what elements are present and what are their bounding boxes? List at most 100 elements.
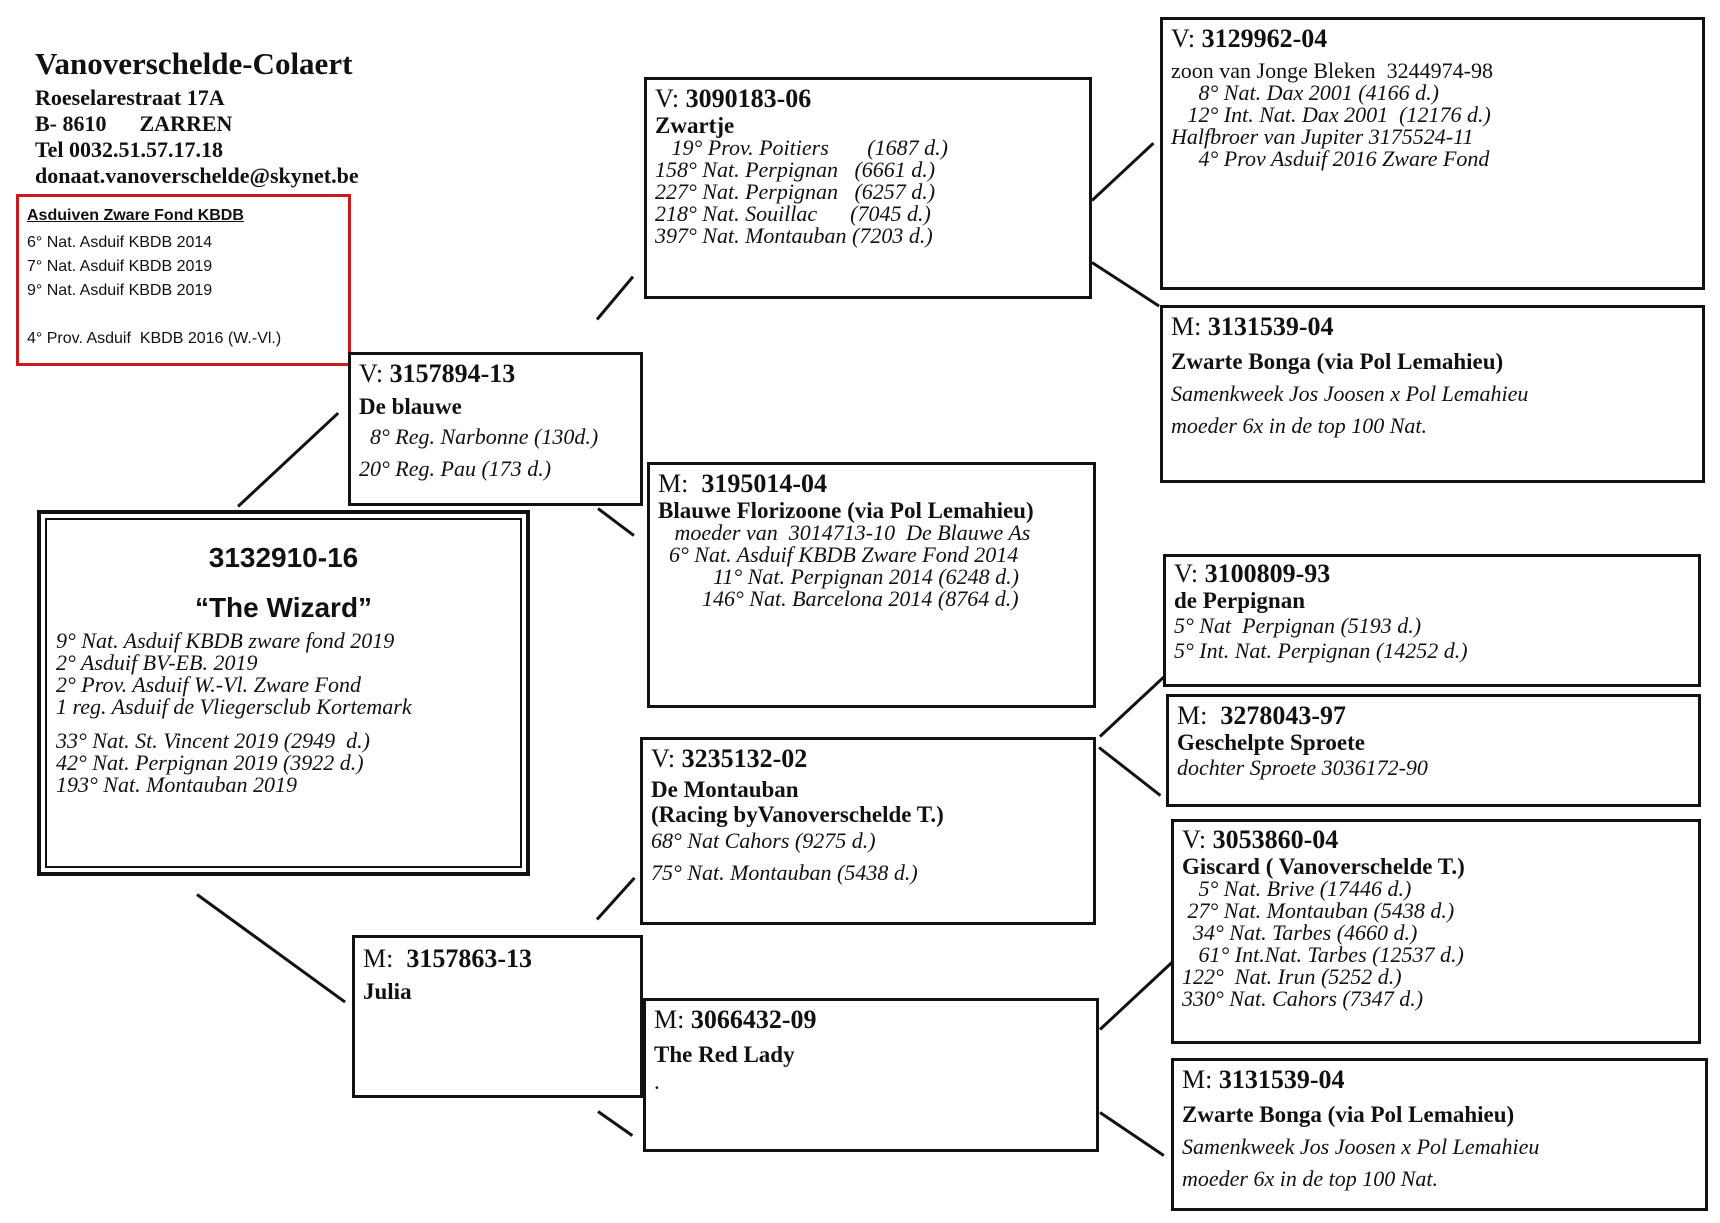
sss-result: 8° Nat. Dax 2001 (4166 d.) xyxy=(1171,80,1439,105)
owner-name: Vanoverschelde-Colaert xyxy=(35,46,353,81)
sd-result: 11° Nat. Perpignan 2014 (6248 d.) xyxy=(658,564,1019,589)
dss-box: V: 3100809-93 de Perpignan 5° Nat Perpig… xyxy=(1163,554,1701,687)
dam-sire-box: V: 3235132-02 De Montauban (Racing byVan… xyxy=(640,737,1096,925)
ssd-ring-number: 3131539-04 xyxy=(1207,312,1334,341)
connector-line xyxy=(1098,958,1177,1031)
sss-result: 12° Int. Nat. Dax 2001 (12176 d.) xyxy=(1171,102,1491,127)
dam-name: Julia xyxy=(363,979,412,1004)
sire-result: 20° Reg. Pau (173 d.) xyxy=(359,456,552,481)
ddd-box: M: 3131539-04 Zwarte Bonga (via Pol Lema… xyxy=(1171,1058,1708,1211)
dd-name: The Red Lady xyxy=(654,1042,795,1067)
connector-line xyxy=(595,876,636,921)
dsd-prefix: M: xyxy=(1177,701,1221,730)
sss-ring-number: 3129962-04 xyxy=(1201,24,1328,53)
main-result: 9° Nat. Asduif KBDB zware fond 2019 xyxy=(56,628,395,653)
sire-ring-number: 3157894-13 xyxy=(389,359,516,388)
dds-ring-number: 3053860-04 xyxy=(1212,825,1339,854)
main-ring-number: 3132910-16 xyxy=(208,542,359,573)
dds-prefix: V: xyxy=(1182,825,1213,854)
ddd-prefix: M: xyxy=(1182,1065,1219,1094)
dds-result: 122° Nat. Irun (5252 d.) xyxy=(1182,964,1402,989)
main-pigeon-name: “The Wizard” xyxy=(194,592,373,623)
ssd-result: Samenkweek Jos Joosen x Pol Lemahieu xyxy=(1171,381,1529,406)
sss-prefix: V: xyxy=(1171,24,1202,53)
sd-result: moeder van 3014713-10 De Blauwe As xyxy=(658,520,1031,545)
sire-result: 8° Reg. Narbonne (130d.) xyxy=(359,424,599,449)
dsd-ring-number: 3278043-97 xyxy=(1220,701,1347,730)
owner-email: donaat.vanoverschelde@skynet.be xyxy=(35,163,359,188)
connector-line xyxy=(1099,1111,1165,1157)
dss-prefix: V: xyxy=(1174,559,1205,588)
ds-prefix: V: xyxy=(651,744,682,773)
main-pigeon-box: 3132910-16 “The Wizard” 9° Nat. Asduif K… xyxy=(37,510,530,876)
ss-prefix: V: xyxy=(655,84,686,113)
sire-name: De blauwe xyxy=(359,394,462,419)
dds-box: V: 3053860-04 Giscard ( Vanoverschelde T… xyxy=(1171,819,1701,1044)
award-line: 7° Nat. Asduif KBDB 2019 xyxy=(27,258,213,275)
dam-ring-number: 3157863-13 xyxy=(406,944,533,973)
dds-name: Giscard ( Vanoverschelde T.) xyxy=(1182,854,1465,879)
dd-prefix: M: xyxy=(654,1005,691,1034)
connector-line xyxy=(196,893,346,1004)
ddd-result: Samenkweek Jos Joosen x Pol Lemahieu xyxy=(1182,1134,1540,1159)
owner-street: Roeselarestraat 17A xyxy=(35,85,225,110)
main-result: 33° Nat. St. Vincent 2019 (2949 d.) xyxy=(56,728,370,753)
connector-line xyxy=(597,1110,634,1137)
award-line: 9° Nat. Asduif KBDB 2019 xyxy=(27,282,213,299)
main-result: 193° Nat. Montauban 2019 xyxy=(56,772,298,797)
ds-ring-number: 3235132-02 xyxy=(681,744,808,773)
ss-result: 158° Nat. Perpignan (6661 d.) xyxy=(655,157,936,182)
sd-result: 146° Nat. Barcelona 2014 (8764 d.) xyxy=(658,586,1019,611)
dss-result: 5° Nat Perpignan (5193 d.) xyxy=(1174,613,1422,638)
awards-title: Asduiven Zware Fond KBDB xyxy=(27,207,244,224)
sss-box: V: 3129962-04 zoon van Jonge Bleken 3244… xyxy=(1160,17,1705,290)
connector-line xyxy=(1090,142,1155,202)
dam-dam-box: M: 3066432-09 The Red Lady . xyxy=(643,998,1099,1152)
main-result: 2° Prov. Asduif W.-Vl. Zware Fond xyxy=(56,672,361,697)
ddd-ring-number: 3131539-04 xyxy=(1218,1065,1345,1094)
owner-tel: Tel 0032.51.57.17.18 xyxy=(35,137,224,162)
sire-sire-box: V: 3090183-06 Zwartje 19° Prov. Poitiers… xyxy=(644,77,1092,299)
main-result: 1 reg. Asduif de Vliegersclub Kortemark xyxy=(56,694,412,719)
sire-box: V: 3157894-13 De blauwe 8° Reg. Narbonne… xyxy=(348,352,643,506)
award-line: 6° Nat. Asduif KBDB 2014 xyxy=(27,234,213,251)
connector-line xyxy=(597,507,635,537)
ss-result: 227° Nat. Perpignan (6257 d.) xyxy=(655,179,936,204)
sd-result: 6° Nat. Asduif KBDB Zware Fond 2014 xyxy=(658,542,1019,567)
ds-result: 68° Nat Cahors (9275 d.) xyxy=(651,828,876,853)
dss-result: 5° Int. Nat. Perpignan (14252 d.) xyxy=(1174,638,1468,663)
sd-ring-number: 3195014-04 xyxy=(701,469,828,498)
sss-result: 4° Prov Asduif 2016 Zware Fond xyxy=(1171,146,1490,171)
dsd-result: dochter Sproete 3036172-90 xyxy=(1177,755,1428,780)
dds-result: 5° Nat. Brive (17446 d.) xyxy=(1182,876,1412,901)
sire-prefix: V: xyxy=(359,359,390,388)
ss-result: 19° Prov. Poitiers (1687 d.) xyxy=(655,135,948,160)
dsd-name: Geschelpte Sproete xyxy=(1177,730,1366,755)
sss-result: Halfbroer van Jupiter 3175524-11 xyxy=(1171,124,1474,149)
dd-ring-number: 3066432-09 xyxy=(690,1005,817,1034)
ssd-box: M: 3131539-04 Zwarte Bonga (via Pol Lema… xyxy=(1160,305,1705,483)
connector-line xyxy=(1091,261,1160,308)
owner-city: B- 8610 ZARREN xyxy=(35,111,233,136)
connector-line xyxy=(1098,746,1162,797)
main-result: 42° Nat. Perpignan 2019 (3922 d.) xyxy=(56,750,364,775)
ssd-prefix: M: xyxy=(1171,312,1208,341)
sd-prefix: M: xyxy=(658,469,702,498)
sd-name: Blauwe Florizoone xyxy=(658,498,842,523)
dss-ring-number: 3100809-93 xyxy=(1204,559,1331,588)
dam-prefix: M: xyxy=(363,944,407,973)
dds-result: 27° Nat. Montauban (5438 d.) xyxy=(1182,898,1455,923)
main-result: 2° Asduif BV-EB. 2019 xyxy=(56,650,258,675)
connector-line xyxy=(236,411,340,508)
ds-name-line2: (Racing byVanoverschelde T.) xyxy=(651,802,944,827)
awards-box: Asduiven Zware Fond KBDB 6° Nat. Asduif … xyxy=(16,194,351,366)
sire-dam-box: M: 3195014-04 Blauwe Florizoone (via Pol… xyxy=(647,462,1096,708)
dd-dot: . xyxy=(654,1069,660,1094)
ds-result: 75° Nat. Montauban (5438 d.) xyxy=(651,860,918,885)
sss-sub: zoon van Jonge Bleken 3244974-98 xyxy=(1171,58,1493,83)
ss-name: Zwartje xyxy=(655,113,735,138)
connector-line xyxy=(1098,673,1168,738)
connector-line xyxy=(595,275,635,321)
dds-result: 330° Nat. Cahors (7347 d.) xyxy=(1182,986,1424,1011)
ss-result: 218° Nat. Souillac (7045 d.) xyxy=(655,201,931,226)
